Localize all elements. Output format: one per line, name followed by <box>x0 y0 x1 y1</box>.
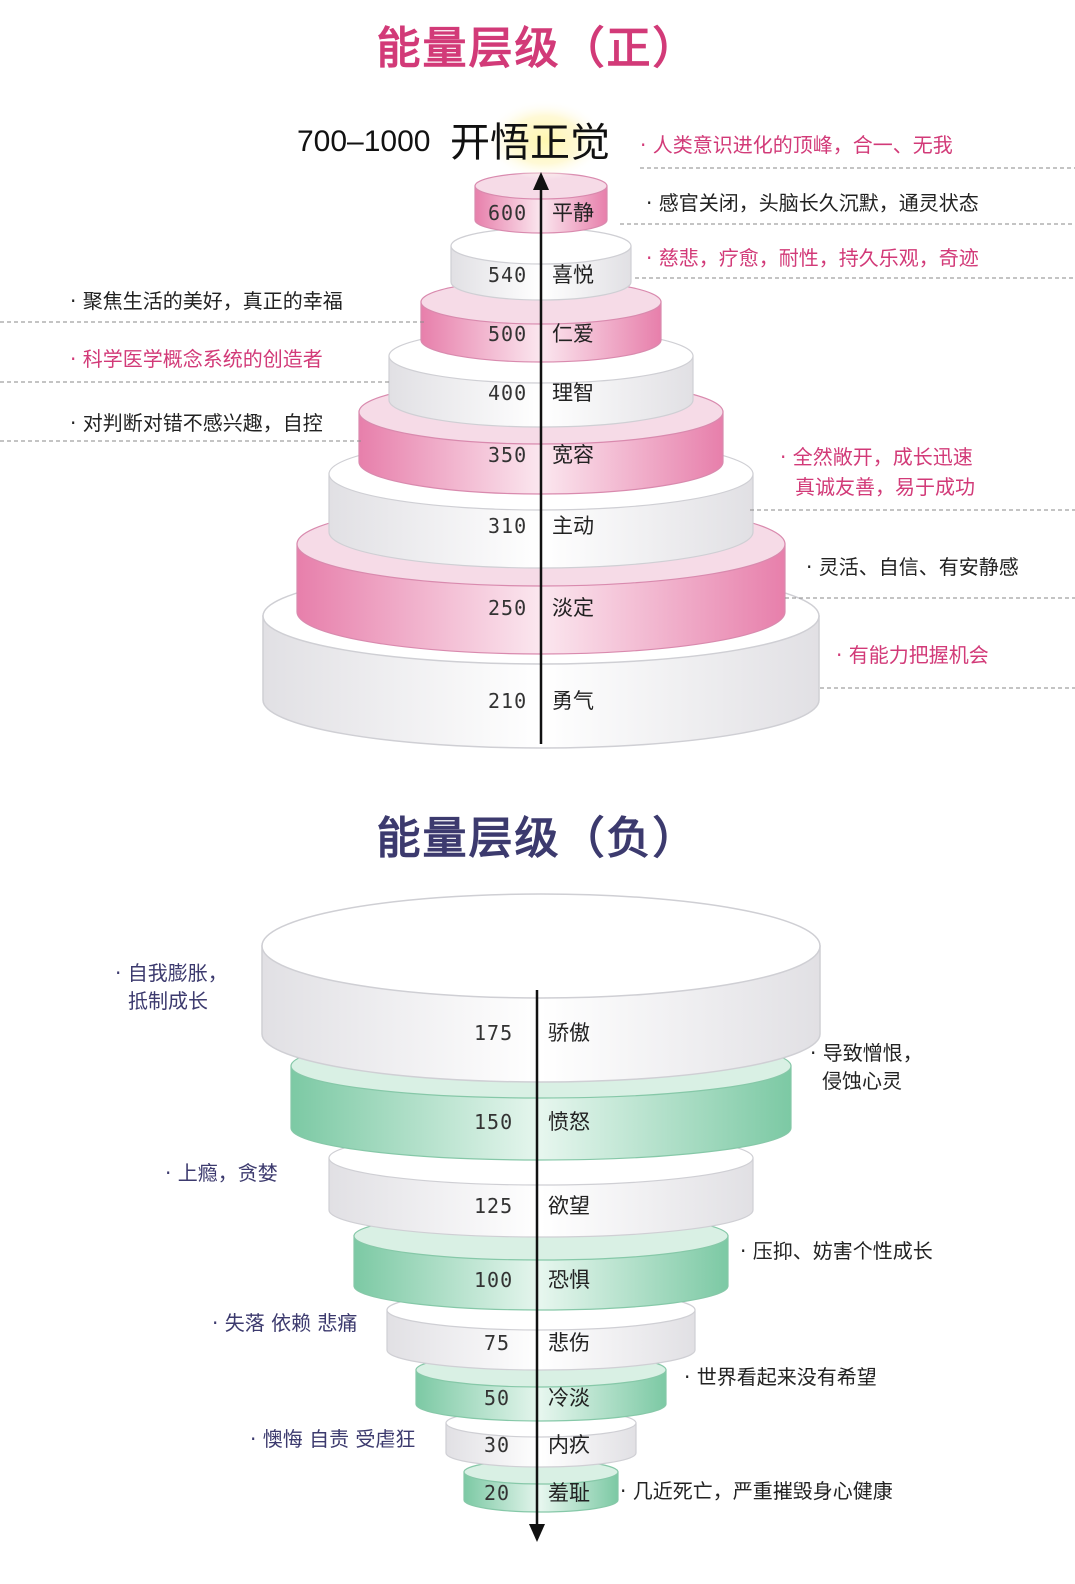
level-name-500: 仁爱 <box>552 322 594 346</box>
level-value-100: 100 <box>474 1268 513 1292</box>
level-name-310: 主动 <box>552 514 594 538</box>
level-name-100: 恐惧 <box>548 1268 590 1292</box>
top-level-name: 开悟正觉 <box>450 120 610 166</box>
level-value-210: 210 <box>488 689 527 713</box>
level-value-250: 250 <box>488 596 527 620</box>
level-name-125: 欲望 <box>548 1194 590 1218</box>
annotation-250: · 灵活、自信、有安静感 <box>806 555 1019 579</box>
annotation-600: · 感官关闭，头脑长久沉默，通灵状态 <box>646 191 979 215</box>
annotation-210: · 有能力把握机会 <box>836 643 989 667</box>
top-range: 700–1000 <box>297 125 430 158</box>
annotation-540: · 慈悲，疗愈，耐性，持久乐观，奇迹 <box>646 246 979 270</box>
annotation-50: · 世界看起来没有希望 <box>684 1365 877 1389</box>
disc-175 <box>261 893 821 1083</box>
level-value-175: 175 <box>474 1021 513 1045</box>
level-value-350: 350 <box>488 443 527 467</box>
level-value-75: 75 <box>484 1331 510 1355</box>
annotation-20: · 几近死亡，严重摧毁身心健康 <box>620 1479 893 1503</box>
positive-stack: 700–1000 开悟正觉 600 平静 540 喜悦 500 仁爱 400 理… <box>0 100 1075 749</box>
annotation-75: · 失落 依赖 悲痛 <box>212 1311 358 1335</box>
annotation-175-line2: 抵制成长 <box>128 989 208 1013</box>
level-value-150: 150 <box>474 1110 513 1134</box>
positive-level-labels: 600 平静 540 喜悦 500 仁爱 400 理智 350 宽容 310 主… <box>488 201 594 713</box>
annotation-350: · 对判断对错不感兴趣，自控 <box>70 411 323 435</box>
annotation-400: · 科学医学概念系统的创造者 <box>70 347 323 371</box>
level-value-310: 310 <box>488 514 527 538</box>
arrow-down-icon <box>529 1524 545 1542</box>
negative-title: 能量层级（负） <box>376 813 699 864</box>
level-name-30: 内疚 <box>548 1433 590 1457</box>
level-name-600: 平静 <box>552 201 594 225</box>
level-name-250: 淡定 <box>552 596 594 620</box>
annotation-125: · 上瘾，贪婪 <box>165 1161 278 1185</box>
annotation-700: · 人类意识进化的顶峰，合一、无我 <box>640 133 953 157</box>
annotation-310-line1: · 全然敞开，成长迅速 <box>780 445 973 469</box>
level-name-175: 骄傲 <box>548 1021 590 1045</box>
arrow-up-icon <box>533 172 549 190</box>
level-name-50: 冷淡 <box>548 1386 590 1410</box>
level-value-500: 500 <box>488 322 527 346</box>
level-value-30: 30 <box>484 1433 510 1457</box>
enlightenment-glow <box>485 100 605 180</box>
level-name-20: 羞耻 <box>548 1481 590 1505</box>
annotation-175-line1: · 自我膨胀， <box>115 961 228 985</box>
positive-leader-lines <box>0 167 1075 689</box>
level-value-50: 50 <box>484 1386 510 1410</box>
level-value-600: 600 <box>488 201 527 225</box>
level-name-210: 勇气 <box>552 689 594 713</box>
annotation-500: · 聚焦生活的美好，真正的幸福 <box>70 289 343 313</box>
negative-level-labels: 175 骄傲 150 愤怒 125 欲望 100 恐惧 75 悲伤 50 冷淡 … <box>474 1021 590 1505</box>
disc-20 <box>463 1459 619 1513</box>
annotation-150-line1: · 导致憎恨， <box>810 1041 923 1065</box>
level-name-350: 宽容 <box>552 443 594 467</box>
level-value-20: 20 <box>484 1481 510 1505</box>
annotation-30: · 懊悔 自责 受虐狂 <box>250 1427 416 1451</box>
level-value-540: 540 <box>488 263 527 287</box>
level-name-540: 喜悦 <box>552 263 594 287</box>
annotation-310-line2: 真诚友善，易于成功 <box>795 475 975 499</box>
level-name-150: 愤怒 <box>548 1110 590 1134</box>
level-name-400: 理智 <box>552 381 594 405</box>
negative-stack: 175 骄傲 150 愤怒 125 欲望 100 恐惧 75 悲伤 50 冷淡 … <box>261 893 821 1542</box>
level-value-400: 400 <box>488 381 527 405</box>
annotation-100: · 压抑、妨害个性成长 <box>740 1239 933 1263</box>
level-value-125: 125 <box>474 1194 513 1218</box>
positive-title: 能量层级（正） <box>376 23 699 74</box>
annotation-150-line2: 侵蚀心灵 <box>822 1069 902 1093</box>
level-name-75: 悲伤 <box>548 1331 590 1355</box>
